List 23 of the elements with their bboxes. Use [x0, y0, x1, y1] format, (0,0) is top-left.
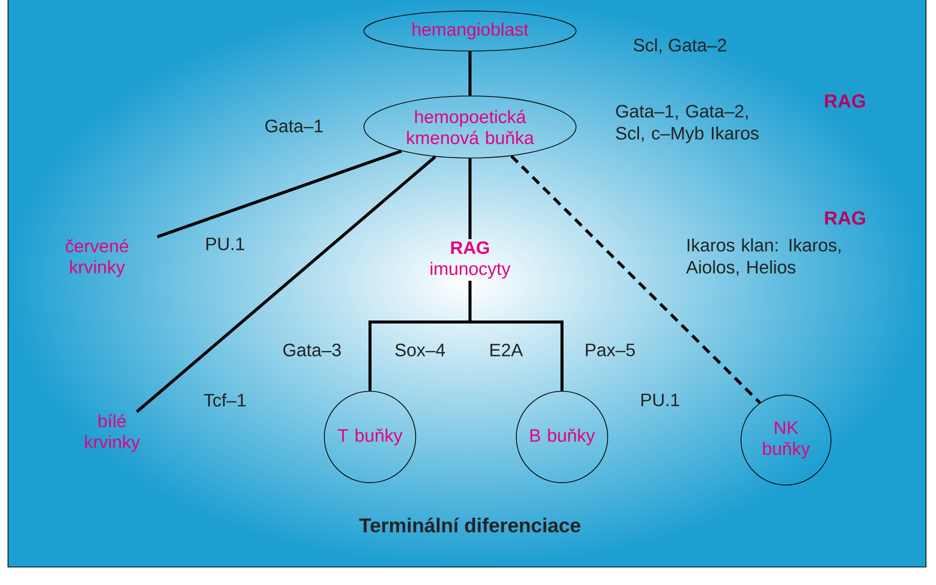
connector-line — [468, 280, 564, 391]
connector-line — [468, 158, 472, 240]
factor-label: Gata–1 — [265, 120, 323, 132]
factor-label: Gata–1, Gata–2, Scl, c–Myb Ikaros — [616, 104, 759, 144]
factor-label: Gata–3 — [283, 344, 341, 356]
cell-label: červené krvinky — [66, 239, 128, 277]
connector-line — [136, 156, 436, 413]
factor-label: Scl, Gata–2 — [634, 38, 726, 54]
connector-line — [468, 51, 472, 96]
cell-label: RAG imunocyty — [430, 241, 510, 279]
factor-label: Tcf–1 — [204, 393, 246, 407]
factor-label: PU.1 — [641, 394, 680, 406]
gene-label: RAG — [825, 94, 865, 108]
connector-line — [156, 150, 402, 238]
factor-label: Sox–4 — [395, 344, 445, 356]
factor-label: PU.1 — [206, 238, 244, 250]
gene-label: RAG — [825, 211, 865, 225]
factor-label: E2A — [490, 344, 523, 356]
connector-line — [510, 154, 762, 404]
factor-label: Pax–5 — [586, 344, 635, 356]
cell-label: bílé krvinky — [85, 414, 140, 452]
factor-label: Ikaros klan: Ikaros, Aiolos, Helios — [686, 238, 840, 276]
caption: Terminální diferenciace — [359, 518, 580, 532]
